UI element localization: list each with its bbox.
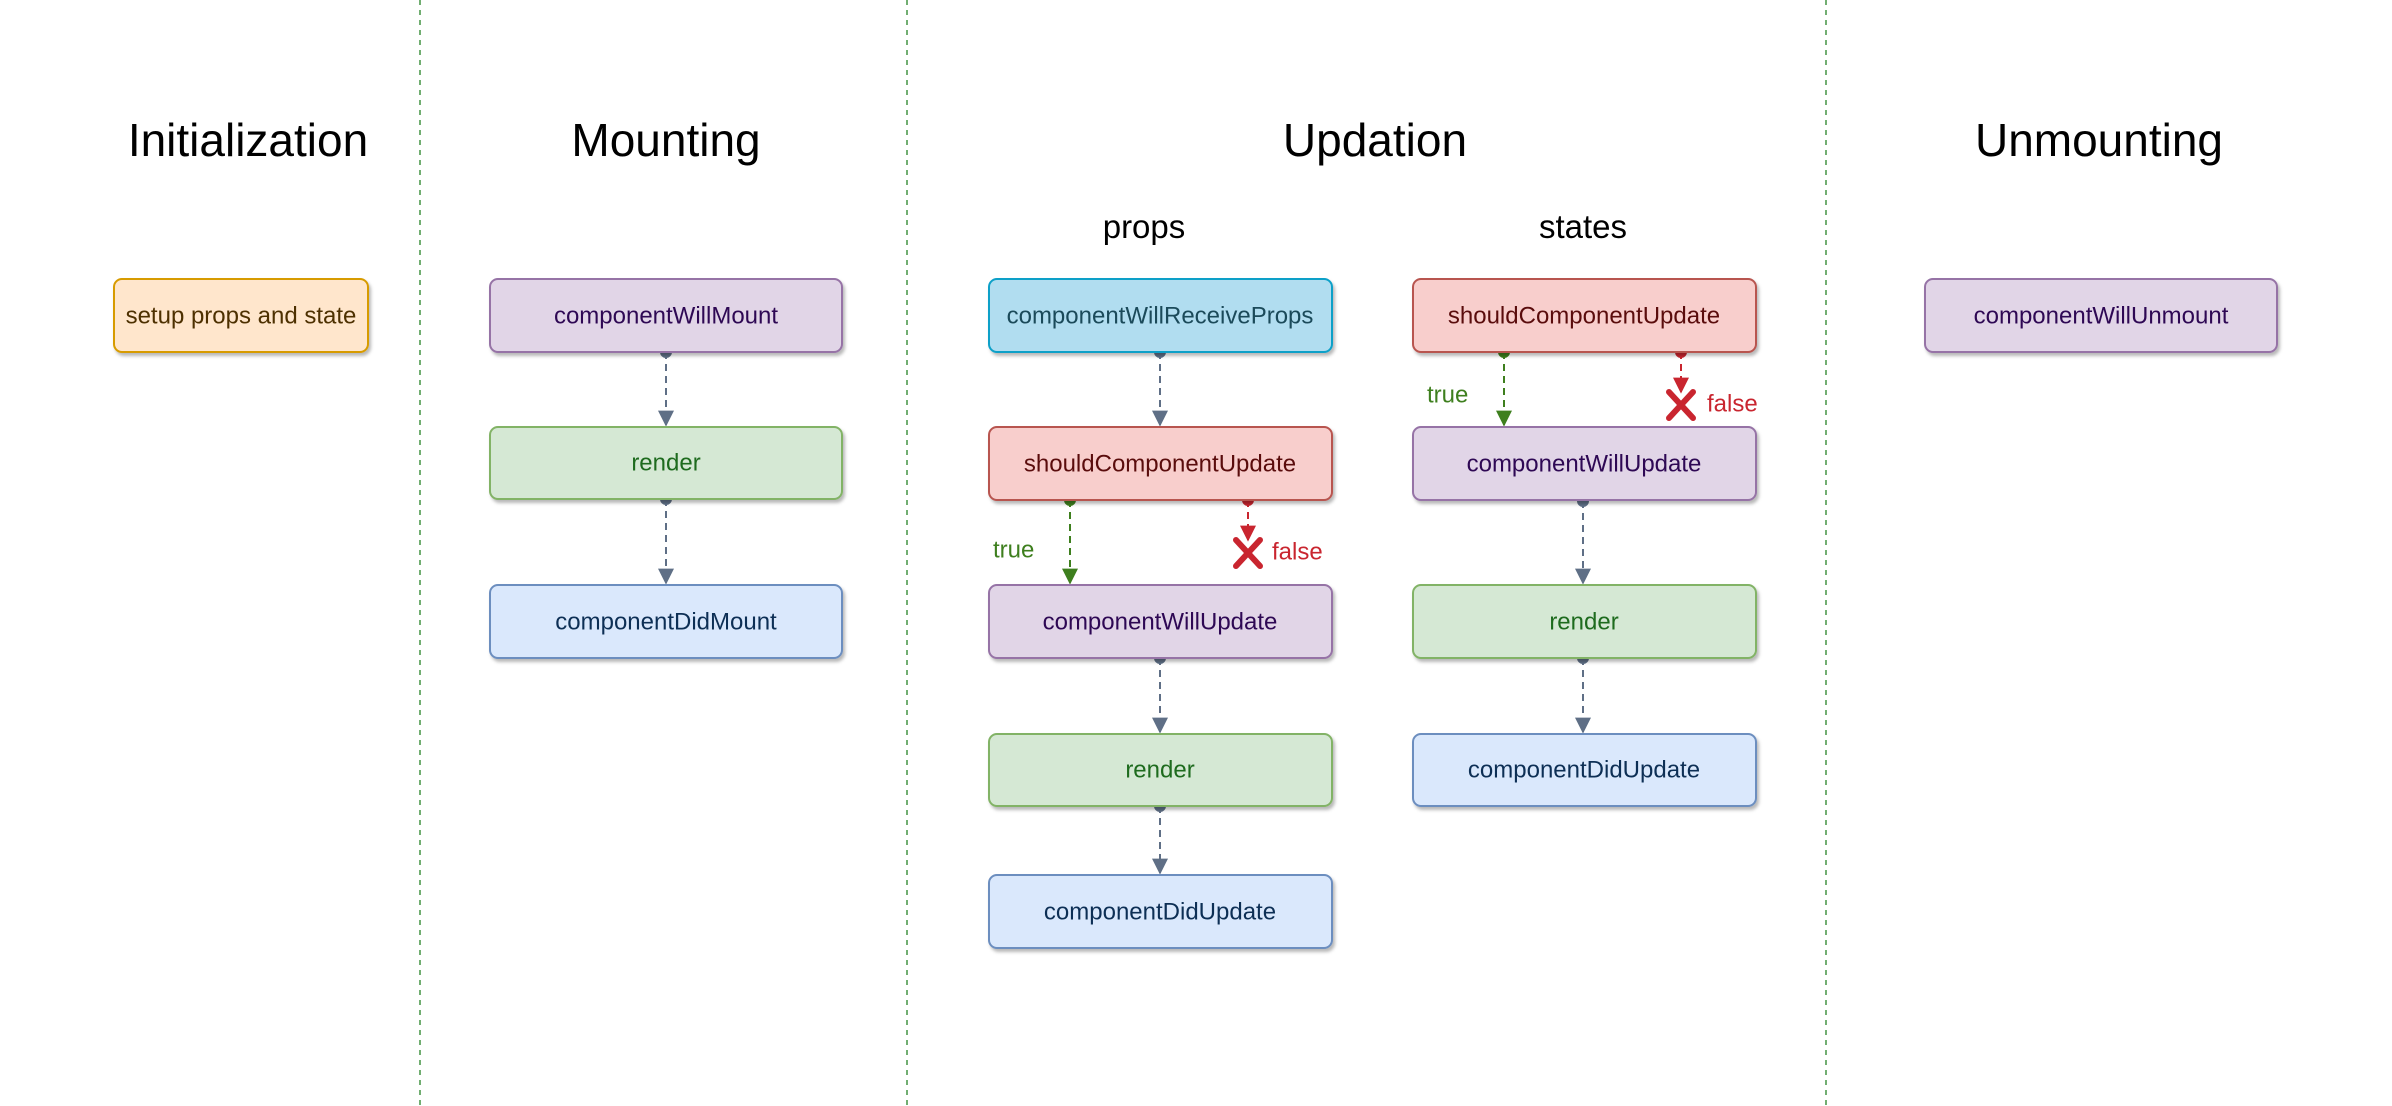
node-label: componentDidUpdate bbox=[1044, 899, 1276, 926]
phase-title-mounting: Mounting bbox=[571, 114, 760, 166]
node-label: render bbox=[631, 450, 700, 477]
node-render: render bbox=[489, 426, 843, 500]
node-label: componentDidMount bbox=[555, 609, 777, 636]
node-render: render bbox=[1412, 584, 1757, 659]
node-label: render bbox=[1125, 757, 1194, 784]
node-label: shouldComponentUpdate bbox=[1448, 303, 1720, 330]
node-label: render bbox=[1549, 609, 1618, 636]
node-label: componentWillMount bbox=[554, 303, 778, 330]
node-component-will-update: componentWillUpdate bbox=[988, 584, 1333, 659]
node-should-component-update: shouldComponentUpdate bbox=[1412, 278, 1757, 353]
column-title-props: props bbox=[1103, 208, 1186, 245]
column-title-states: states bbox=[1539, 208, 1627, 245]
false-label: false bbox=[1707, 391, 1758, 418]
false-cross-icon bbox=[1233, 537, 1263, 569]
node-should-component-update: shouldComponentUpdate bbox=[988, 426, 1333, 501]
node-label: componentWillUpdate bbox=[1043, 609, 1278, 636]
node-component-will-update: componentWillUpdate bbox=[1412, 426, 1757, 501]
node-label: setup props and state bbox=[126, 303, 357, 330]
phase-title-unmounting: Unmounting bbox=[1975, 114, 2223, 166]
node-label: shouldComponentUpdate bbox=[1024, 451, 1296, 478]
node-render: render bbox=[988, 733, 1333, 807]
true-label: true bbox=[993, 537, 1034, 564]
node-label: componentWillReceiveProps bbox=[1007, 303, 1314, 330]
phase-title-initialization: Initialization bbox=[128, 114, 368, 166]
node-component-did-update: componentDidUpdate bbox=[1412, 733, 1757, 807]
states-branches: true false bbox=[1427, 346, 1758, 427]
node-label: componentDidUpdate bbox=[1468, 757, 1700, 784]
phase-title-updation: Updation bbox=[1283, 114, 1467, 166]
node-setup-props-and-state: setup props and state bbox=[113, 278, 369, 353]
node-component-will-receive-props: componentWillReceiveProps bbox=[988, 278, 1333, 353]
node-label: componentWillUnmount bbox=[1974, 303, 2229, 330]
node-component-will-unmount: componentWillUnmount bbox=[1924, 278, 2278, 353]
false-cross-icon bbox=[1666, 389, 1696, 421]
node-component-did-mount: componentDidMount bbox=[489, 584, 843, 659]
node-component-did-update: componentDidUpdate bbox=[988, 874, 1333, 949]
node-label: componentWillUpdate bbox=[1467, 451, 1702, 478]
node-component-will-mount: componentWillMount bbox=[489, 278, 843, 353]
props-branches: true false bbox=[993, 494, 1323, 585]
true-label: true bbox=[1427, 382, 1468, 409]
false-label: false bbox=[1272, 539, 1323, 566]
